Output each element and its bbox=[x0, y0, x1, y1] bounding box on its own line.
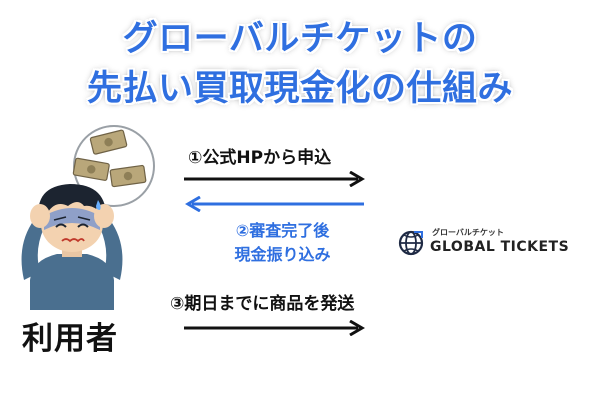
thought-bubble bbox=[52, 125, 155, 227]
step-2-line-1: ②審査完了後 bbox=[235, 221, 330, 240]
person bbox=[21, 184, 123, 310]
brand-small-text: グローバルチケット bbox=[432, 228, 504, 237]
arrow-right-step-1 bbox=[184, 171, 365, 187]
worried-user-illustration bbox=[21, 125, 155, 310]
banknote-icon bbox=[89, 129, 128, 155]
step-2-line-2: 現金振り込み bbox=[234, 245, 331, 264]
page-title-line-2: 先払い買取現金化の仕組み bbox=[86, 69, 513, 109]
brand-name: GLOBAL TICKETS bbox=[430, 239, 570, 255]
step-3-label: ③期日までに商品を発送 bbox=[170, 294, 355, 314]
arrow-right-step-3 bbox=[184, 320, 365, 336]
banknote-icon bbox=[109, 164, 147, 188]
step-2-label: ②審査完了後 現金振り込み bbox=[205, 219, 360, 267]
step-1-label: ①公式HPから申込 bbox=[188, 148, 332, 168]
page-title-line-1: グローバルチケットの bbox=[122, 19, 478, 59]
user-label: 利用者 bbox=[22, 321, 118, 357]
arrow-left-step-2 bbox=[185, 196, 364, 212]
globe-icon bbox=[398, 230, 424, 256]
banknote-icon bbox=[72, 157, 110, 181]
